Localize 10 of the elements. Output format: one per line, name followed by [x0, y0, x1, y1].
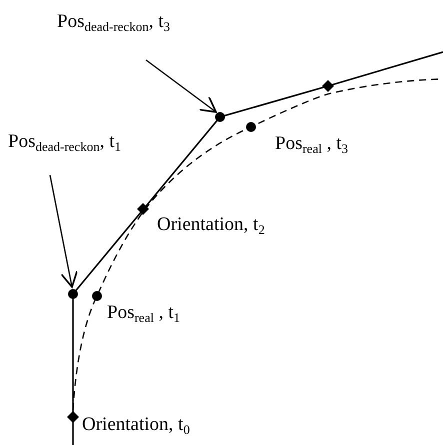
annotation-label: Pos$_{real}$ , t$_{3}$: [275, 134, 348, 155]
annotation-label: Orientation, t$_{0}$: [82, 415, 190, 436]
annotation-label: Orientation, t$_{2}$: [157, 215, 265, 236]
leader-arrow: [146, 59, 217, 113]
leader-arrow: [49, 174, 78, 288]
position-dot: [215, 112, 225, 122]
position-label: Pos$_{dead-reckon}$, t$_{3}$: [57, 12, 170, 33]
position-dot: [68, 289, 78, 299]
annotation-label: Pos$_{real}$ , t$_{1}$: [107, 303, 180, 324]
position-label: Pos$_{dead-reckon}$, t$_{1}$: [8, 132, 121, 153]
